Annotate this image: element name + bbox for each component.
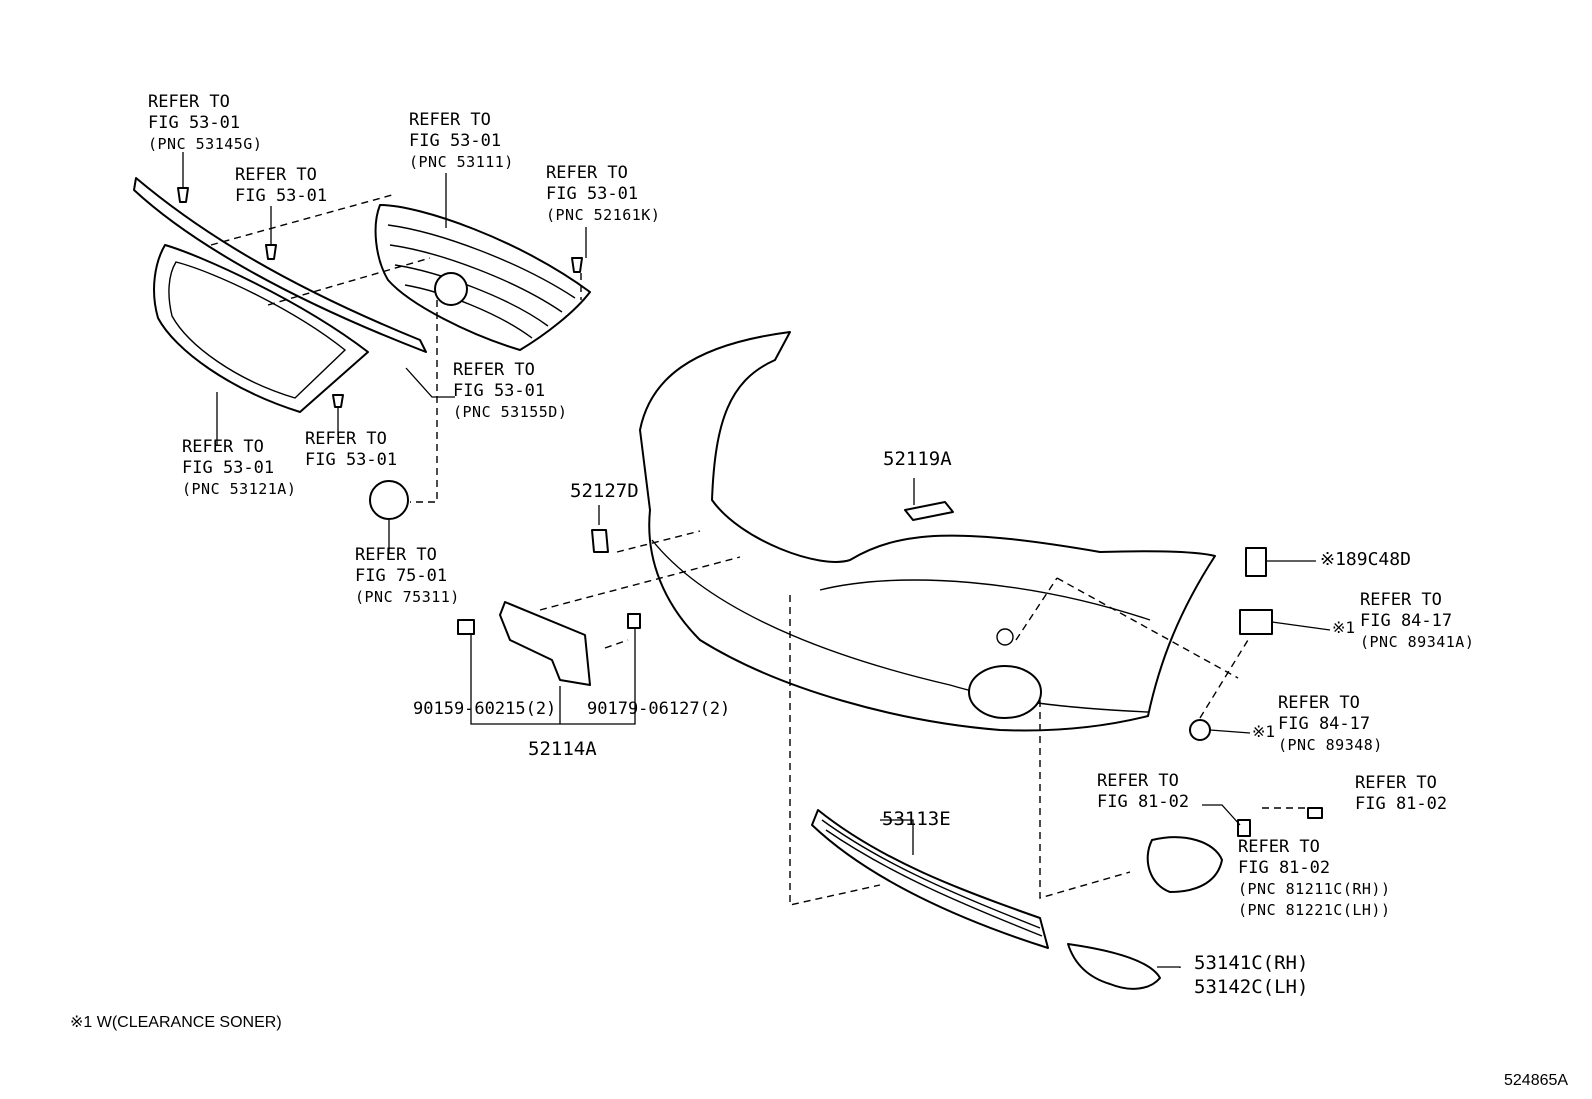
fog-cover-part (1067, 943, 1161, 990)
leader-lines (182, 152, 1331, 968)
ref-fog-screw: REFER TO FIG 81-02 (1355, 773, 1448, 814)
part-number-cover-lh: 53142C(LH) (1194, 976, 1309, 998)
footnote: ※1 W(CLEARANCE SONER) (70, 1014, 282, 1031)
sensor-mark: ※1 (1332, 618, 1356, 637)
clip-parts (177, 187, 583, 408)
part-number-nut: 90179-06127(2) (587, 699, 731, 719)
assembly-lines (210, 194, 1308, 906)
ref-grille-molding-lower: REFER TO FIG 53-01 (PNC 53155D) (453, 360, 568, 421)
ref-fog-lamp: REFER TO FIG 81-02 (PNC 81211C(RH)) (PNC… (1238, 837, 1391, 919)
part-number-bolt: 90159-60215(2) (413, 699, 557, 719)
part-number-sensor-holder: ※189C48D (1320, 549, 1411, 570)
sensor-part (1239, 609, 1273, 635)
sensor-holder-part (1245, 547, 1267, 577)
part-number-lower-grille: 53113E (882, 808, 951, 830)
ref-grille-frame: REFER TO FIG 53-01 (PNC 53121A) (182, 437, 297, 498)
grille-upper-molding (133, 177, 427, 353)
lower-grille (811, 809, 1049, 949)
emblem-part (369, 480, 409, 520)
ref-clip-right: REFER TO FIG 53-01 (PNC 52161K) (546, 163, 661, 224)
part-number-cap: 52127D (570, 480, 639, 502)
bumper-cover (639, 331, 1216, 732)
part-number-cover-rh: 53141C(RH) (1194, 952, 1309, 974)
license-bracket (499, 601, 591, 686)
part-number-license-bracket: 52114A (528, 738, 597, 760)
part-number-bracket: 52119A (883, 448, 952, 470)
ref-sensor-retainer: REFER TO FIG 84-17 (PNC 89348) (1278, 693, 1383, 754)
ref-emblem: REFER TO FIG 75-01 (PNC 75311) (355, 545, 460, 606)
ref-fog-clip: REFER TO FIG 81-02 (1097, 771, 1190, 812)
grille-frame (153, 244, 369, 413)
nut-part (627, 613, 641, 629)
ref-grille-molding-top: REFER TO FIG 53-01 (PNC 53145G) (148, 92, 263, 153)
radiator-grille (374, 204, 591, 351)
ref-radiator-grille: REFER TO FIG 53-01 (PNC 53111) (409, 110, 514, 171)
retainer-mark: ※1 (1252, 722, 1276, 741)
ref-sensor: REFER TO FIG 84-17 (PNC 89341A) (1360, 590, 1475, 651)
sensor-retainer-part (1189, 719, 1211, 741)
ref-clip-lower: REFER TO FIG 53-01 (305, 429, 398, 470)
cap-part (591, 529, 609, 553)
ref-clip-upper: REFER TO FIG 53-01 (235, 165, 328, 206)
fog-clip-part (1237, 819, 1251, 837)
fog-screw-part (1307, 807, 1323, 819)
figure-id: 524865A (1504, 1072, 1569, 1089)
bolt-part (457, 619, 475, 635)
fog-lamp-part (1146, 836, 1223, 893)
